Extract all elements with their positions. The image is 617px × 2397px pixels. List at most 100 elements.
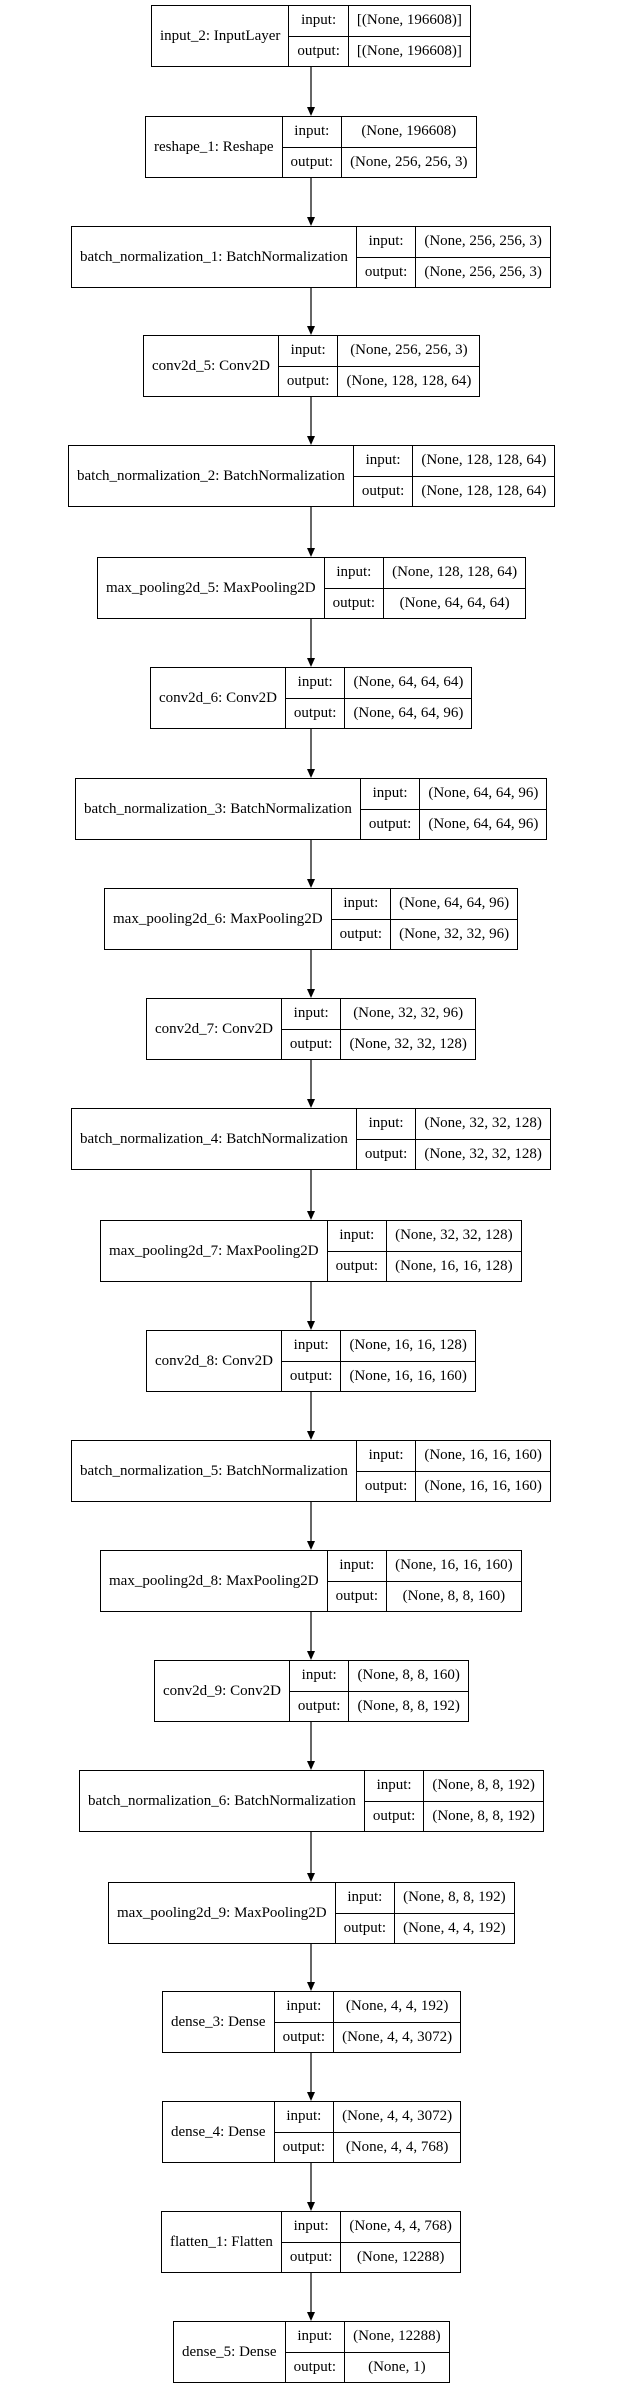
layer-name: conv2d_5: Conv2D (144, 336, 279, 396)
io-shapes: (None, 12288)(None, 1) (345, 2322, 449, 2383)
layer-name: reshape_1: Reshape (146, 117, 283, 177)
arrowhead-icon (307, 548, 315, 557)
arrowhead-icon (307, 1321, 315, 1330)
layer-name: batch_normalization_6: BatchNormalizatio… (80, 1771, 365, 1831)
io-labels: input:output: (274, 2102, 335, 2162)
io-shapes: (None, 4, 4, 768)(None, 12288) (341, 2212, 460, 2272)
input-shape: (None, 128, 128, 64) (392, 564, 518, 581)
output-label: output: (327, 1580, 387, 1612)
arrowhead-icon (307, 1873, 315, 1882)
output-shape: (None, 32, 32, 96) (391, 918, 518, 950)
input-shape: (None, 16, 16, 160) (424, 1447, 542, 1464)
layer-node: batch_normalization_4: BatchNormalizatio… (71, 1108, 551, 1170)
input-label: input: (293, 2218, 329, 2235)
output-label: output: (281, 2241, 341, 2273)
io-shapes: (None, 128, 128, 64)(None, 128, 128, 64) (413, 446, 555, 506)
layer-node: flatten_1: Flatten input: output:(None, 4,… (161, 2211, 461, 2273)
layer-node: batch_normalization_2: BatchNormalizatio… (68, 445, 556, 507)
layer-name: max_pooling2d_7: MaxPooling2D (101, 1221, 328, 1281)
output-shape: (None, 16, 16, 160) (416, 1470, 550, 1502)
input-shape: (None, 4, 4, 192) (345, 1998, 449, 2015)
output-label: output: (356, 1470, 416, 1502)
io-shapes: (None, 32, 32, 96)(None, 32, 32, 128) (341, 999, 475, 1059)
output-shape: (None, 4, 4, 192) (395, 1912, 514, 1944)
output-label: output: (331, 918, 391, 950)
input-shape: (None, 32, 32, 128) (424, 1115, 542, 1132)
layer-node: batch_normalization_5: BatchNormalizatio… (71, 1440, 551, 1502)
io-labels: input:output: (364, 1771, 425, 1831)
input-shape: (None, 32, 32, 128) (395, 1227, 513, 1244)
io-labels: input:output: (356, 1109, 417, 1169)
io-shapes: (None, 4, 4, 3072)(None, 4, 4, 768) (334, 2102, 461, 2162)
layer-name: flatten_1: Flatten (162, 2212, 282, 2272)
input-shape: [(None, 196608)] (356, 12, 462, 29)
io-shapes: (None, 64, 64, 96) (None, 32, 32, 96) (391, 889, 518, 950)
layer-node: batch_normalization_6: BatchNormalizatio… (79, 1770, 544, 1832)
input-shape: (None, 128, 128, 64) (421, 452, 547, 469)
io-labels: input: output: (282, 117, 343, 178)
io-shapes: (None, 256, 256, 3)(None, 128, 128, 64) (338, 336, 480, 396)
io-labels: input:output: (356, 1441, 417, 1502)
output-shape: (None, 8, 8, 192) (424, 1800, 543, 1832)
arrowhead-icon (307, 1541, 315, 1550)
input-shape: (None, 256, 256, 3) (424, 233, 542, 250)
io-shapes: (None, 8, 8, 192) (None, 4, 4, 192) (395, 1883, 514, 1944)
output-shape: (None, 64, 64, 96) (420, 808, 547, 840)
layer-name: conv2d_7: Conv2D (147, 999, 282, 1059)
input-shape: (None, 16, 16, 160) (395, 1557, 513, 1574)
layer-name: max_pooling2d_5: MaxPooling2D (98, 558, 325, 618)
io-shapes: (None, 8, 8, 192) (None, 8, 8, 192) (424, 1771, 543, 1832)
output-shape: (None, 1) (345, 2351, 449, 2383)
output-shape: (None, 4, 4, 3072) (334, 2021, 461, 2053)
io-labels: input:output: (327, 1221, 388, 1281)
arrowhead-icon (307, 769, 315, 778)
output-shape: (None, 16, 16, 128) (387, 1250, 521, 1282)
output-label: output: (324, 587, 384, 619)
input-label: input: (339, 1227, 375, 1244)
output-label: output: (285, 2351, 345, 2383)
output-label: output: (281, 1028, 341, 1060)
input-shape: (None, 8, 8, 192) (403, 1889, 506, 1906)
input-shape: (None, 64, 64, 96) (428, 785, 539, 802)
arrowhead-icon (307, 2312, 315, 2321)
layer-name: conv2d_9: Conv2D (155, 1661, 290, 1721)
input-label: input: (301, 12, 337, 29)
output-shape: (None, 32, 32, 128) (416, 1138, 550, 1170)
input-shape: (None, 8, 8, 192) (432, 1777, 535, 1794)
output-shape: [(None, 196608)] (348, 35, 470, 67)
layer-name: max_pooling2d_9: MaxPooling2D (109, 1883, 336, 1943)
io-labels: input:output: (289, 6, 349, 66)
arrowhead-icon (307, 989, 315, 998)
output-shape: (None, 256, 256, 3) (342, 146, 476, 178)
input-label: input: (347, 1889, 383, 1906)
arrowhead-icon (307, 2092, 315, 2101)
input-shape: (None, 256, 256, 3) (350, 342, 468, 359)
layer-name: conv2d_6: Conv2D (151, 668, 286, 728)
output-label: output: (282, 146, 342, 178)
input-label: input: (294, 123, 330, 140)
io-labels: input:output: (281, 1331, 342, 1391)
layer-name: dense_4: Dense (163, 2102, 275, 2162)
output-label: output: (360, 808, 420, 840)
output-label: output: (274, 2021, 334, 2053)
io-shapes: (None, 32, 32, 128) (None, 16, 16, 128) (387, 1221, 521, 1282)
arrowhead-icon (307, 1431, 315, 1440)
input-label: input: (339, 1557, 375, 1574)
layer-node: batch_normalization_3: BatchNormalizatio… (75, 778, 548, 840)
output-label: output: (335, 1912, 395, 1944)
io-labels: input:output: (356, 227, 417, 287)
arrowhead-icon (307, 1982, 315, 1991)
output-shape: (None, 64, 64, 64) (384, 587, 526, 619)
arrowhead-icon (307, 1651, 315, 1660)
input-shape: (None, 64, 64, 64) (353, 674, 464, 691)
io-labels: input:output: (281, 999, 342, 1060)
input-shape: (None, 64, 64, 96) (399, 895, 510, 912)
